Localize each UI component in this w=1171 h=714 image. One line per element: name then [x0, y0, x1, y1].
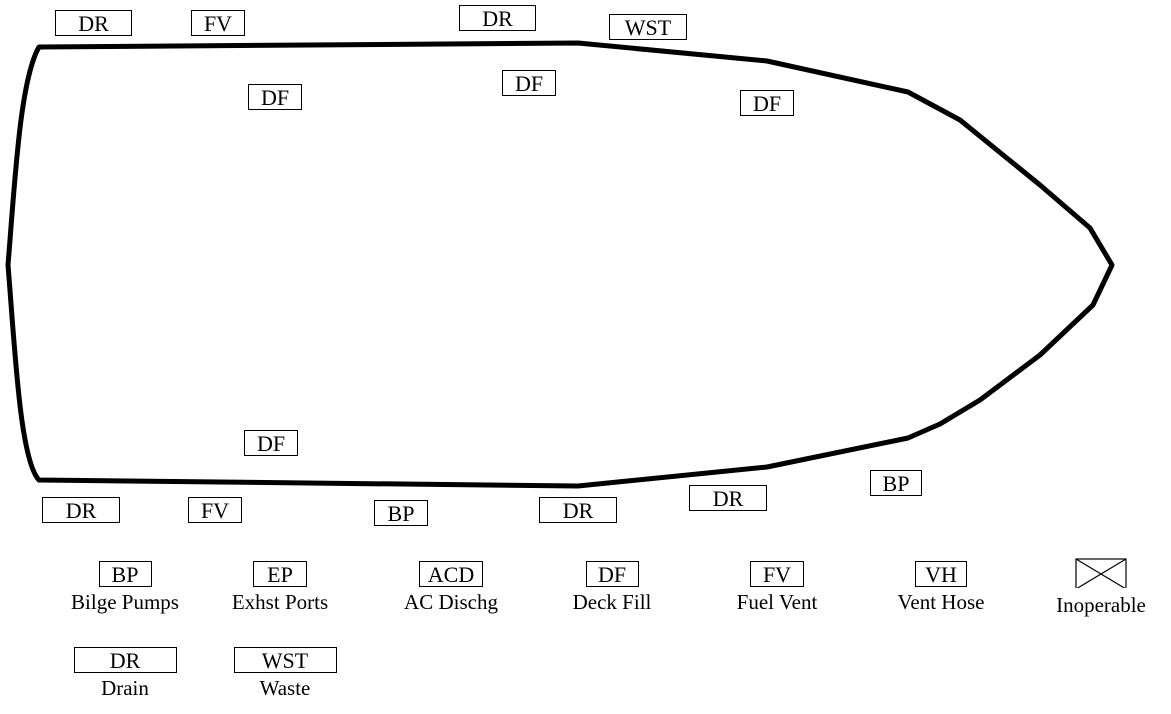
tag-bilge-pump-bottom-1: BP	[374, 500, 428, 526]
legend-df-code: DF	[585, 561, 639, 587]
tag-fuel-vent-top: FV	[191, 10, 245, 36]
tag-drain-top-left: DR	[55, 10, 132, 36]
legend-wst-code: WST	[233, 647, 337, 673]
legend-drain: DR Drain	[50, 647, 200, 700]
tag-drain-bottom-3: DR	[689, 485, 767, 511]
legend-dr-code: DR	[73, 647, 177, 673]
tag-deck-fill-1: DF	[248, 84, 302, 110]
legend-bp-label: Bilge Pumps	[71, 590, 179, 614]
legend-fv-code: FV	[750, 561, 804, 587]
legend-wst-label: Waste	[259, 676, 311, 700]
tag-deck-fill-3: DF	[740, 90, 794, 116]
legend-deck-fill: DF Deck Fill	[537, 561, 687, 614]
tag-deck-fill-2: DF	[502, 70, 556, 96]
legend-vh-code: VH	[915, 561, 967, 587]
tag-fuel-vent-bottom: FV	[188, 497, 242, 523]
tag-deck-fill-bottom: DF	[244, 430, 298, 456]
tag-drain-bottom-1: DR	[42, 497, 120, 523]
tag-waste-top: WST	[609, 14, 687, 40]
legend-df-label: Deck Fill	[572, 590, 652, 614]
legend-bilge-pumps: BP Bilge Pumps	[50, 561, 200, 614]
legend-exhaust-ports: EP Exhst Ports	[205, 561, 355, 614]
legend-ep-label: Exhst Ports	[231, 590, 329, 614]
tag-bilge-pump-bottom-2: BP	[870, 470, 922, 496]
inoperable-x-box-icon	[1075, 558, 1127, 588]
legend-ac-discharge: ACD AC Dischg	[376, 561, 526, 614]
legend-dr-label: Drain	[101, 676, 149, 700]
legend-ep-code: EP	[253, 561, 307, 587]
legend-vent-hose: VH Vent Hose	[866, 561, 1016, 614]
tag-drain-bottom-2: DR	[539, 497, 617, 523]
tag-drain-top-mid: DR	[459, 5, 536, 31]
legend-fuel-vent: FV Fuel Vent	[702, 561, 852, 614]
legend-inoperable-label: Inoperable	[1056, 593, 1146, 617]
hull-outline	[5, 40, 1115, 489]
legend-inoperable: Inoperable	[1036, 558, 1166, 617]
legend-vh-label: Vent Hose	[897, 590, 985, 614]
legend-waste: WST Waste	[210, 647, 360, 700]
legend-fv-label: Fuel Vent	[736, 590, 818, 614]
legend-bp-code: BP	[98, 561, 152, 587]
legend-acd-code: ACD	[419, 561, 483, 587]
legend-acd-label: AC Dischg	[404, 590, 498, 614]
